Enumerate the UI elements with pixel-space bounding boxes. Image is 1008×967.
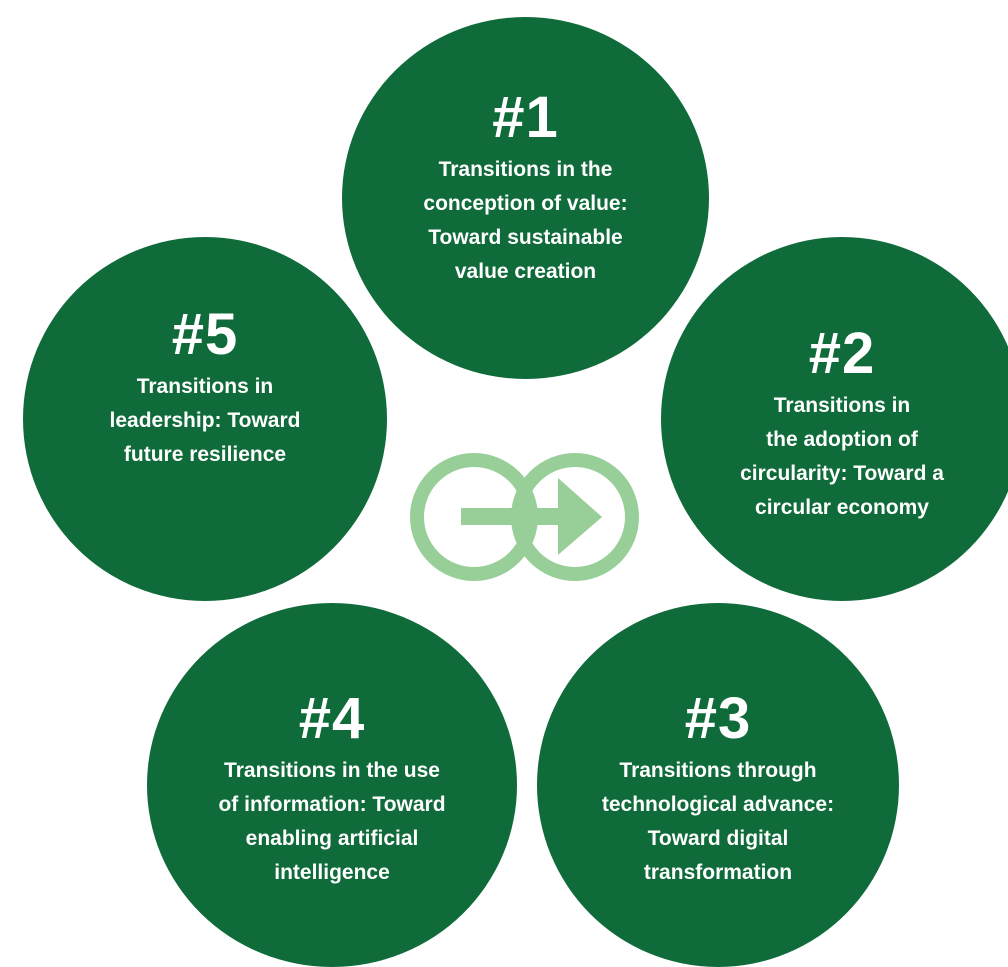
transition-4-number: #4 [298, 686, 366, 751]
transition-5-number: #5 [171, 302, 239, 367]
transition-4-circle: #4 Transitions in the use of information… [147, 603, 517, 967]
transition-3-circle: #3 Transitions through technological adv… [537, 603, 899, 967]
transition-1-number: #1 [492, 85, 559, 150]
arrow-shaft-icon [461, 508, 573, 525]
arrow-head-icon [558, 478, 602, 555]
transition-5-circle: #5 Transitions in leadership: Toward fut… [23, 237, 387, 601]
transition-2-circle: #2 Transitions in the adoption of circul… [661, 237, 1008, 601]
transition-3-description: Transitions through technological advanc… [601, 759, 835, 884]
transition-5-description: Transitions in leadership: Toward future… [109, 375, 301, 466]
transition-2-number: #2 [808, 321, 876, 386]
transition-1-description: Transitions in the conception of value: … [423, 158, 628, 283]
transition-4-description: Transitions in the use of information: T… [218, 759, 446, 884]
transition-2-description: Transitions in the adoption of circulari… [740, 394, 944, 519]
transition-3-number: #3 [684, 686, 752, 751]
linked-circles-arrow-icon [410, 453, 639, 581]
transition-1-circle: #1 Transitions in the conception of valu… [342, 17, 709, 379]
